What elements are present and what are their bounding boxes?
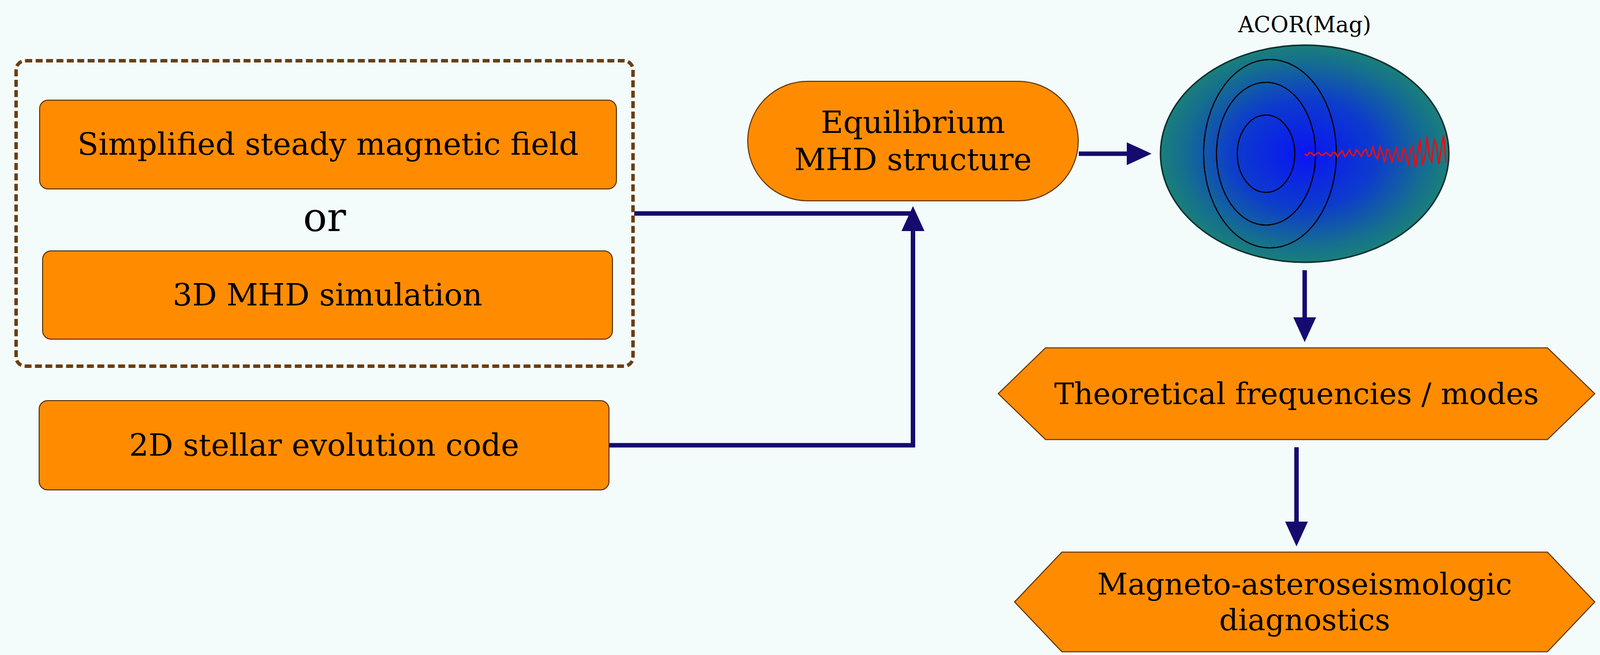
star-model: ACOR(Mag) xyxy=(1159,9,1450,264)
flow-arrow xyxy=(1293,270,1317,342)
box-label: Magneto-asteroseismologic diagnostics xyxy=(1066,565,1543,638)
output-hexagon: Magneto-asteroseismologic diagnostics xyxy=(1013,551,1596,653)
hexagon-shape xyxy=(1014,551,1596,652)
process-box: 2D stellar evolution code xyxy=(38,399,610,491)
alternative-word: or xyxy=(17,195,632,240)
box-label: Theoretical frequencies / modes xyxy=(1053,375,1539,412)
arrow-head xyxy=(1285,521,1309,547)
process-box: Simplified steady magnetic field xyxy=(39,99,617,190)
flow-arrow xyxy=(609,206,925,445)
flow-arrow xyxy=(1078,142,1152,166)
flow-arrow xyxy=(634,206,925,231)
box-label: Simplified steady magnetic field xyxy=(77,125,579,163)
arrow-head xyxy=(901,206,925,231)
arrow-head xyxy=(1293,317,1317,342)
box-label: 3D MHD simulation xyxy=(172,276,483,314)
hexagon-shape xyxy=(998,347,1596,440)
box-label: 2D stellar evolution code xyxy=(128,426,519,464)
field-line xyxy=(1237,114,1295,193)
field-line xyxy=(1216,82,1316,225)
arrow-line xyxy=(1302,270,1308,319)
mode-eigenfunction xyxy=(1304,135,1446,169)
model-title: ACOR(Mag) xyxy=(1109,9,1500,40)
group-box: or Simplified steady magnetic field 3D MHD… xyxy=(14,58,635,368)
arrow-head xyxy=(901,206,925,231)
arrow-line xyxy=(609,229,914,445)
output-hexagon: Theoretical frequencies / modes xyxy=(997,346,1596,441)
field-line xyxy=(1216,82,1316,225)
arrow-line xyxy=(1294,446,1299,523)
field-line xyxy=(1237,114,1295,193)
box-label: Equilibrium MHD structure xyxy=(781,104,1045,178)
arrow-line xyxy=(1078,151,1128,157)
arrow-head xyxy=(1126,142,1152,166)
structure-pill: Equilibrium MHD structure xyxy=(747,80,1079,202)
hexagon-outline xyxy=(1013,551,1596,653)
arrow-line xyxy=(634,213,914,231)
flow-arrow xyxy=(1285,446,1309,547)
process-box: 3D MHD simulation xyxy=(42,250,613,340)
star-illustration xyxy=(1159,44,1450,264)
star-body xyxy=(1160,45,1449,263)
